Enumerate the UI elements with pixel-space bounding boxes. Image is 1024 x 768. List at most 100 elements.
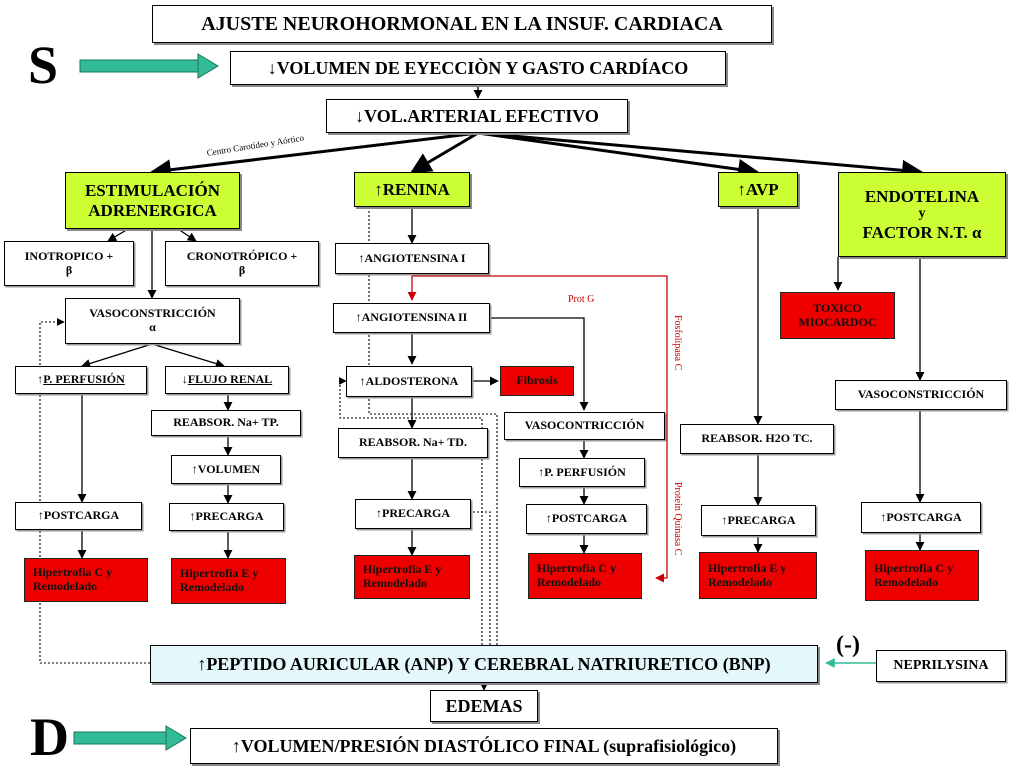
hipertrofia-e-text: Hipertrofia E y Remodelado bbox=[708, 560, 787, 589]
angiotensina-1-text: ANGIOTENSINA I bbox=[364, 250, 466, 265]
box-precarga-adrenergic: ↑ PRECARGA bbox=[169, 503, 284, 531]
box-fibrosis: Fibrosis bbox=[500, 366, 574, 396]
volumen-text: VOLUMEN bbox=[197, 461, 261, 476]
alpha-symbol: α bbox=[149, 320, 156, 334]
up-arrow-icon: ↑ bbox=[197, 653, 207, 674]
vasocontriccion-text: VASOCONTRICCIÓN bbox=[524, 418, 645, 433]
box-reabsor-na-td: REABSOR. Na+ TD. bbox=[338, 428, 488, 458]
box-cronotropico: CRONOTRÓPICO + β bbox=[165, 241, 319, 286]
endotelina-line2: y bbox=[918, 206, 926, 222]
box-estimulacion-adrenergica: ESTIMULACIÓN ADRENERGICA bbox=[65, 172, 240, 229]
inhibition-label: (-) bbox=[836, 632, 860, 658]
hipertrofia-c-text: Hipertrofia C y Remodelado bbox=[874, 560, 954, 589]
vasoconstriccion-text: VASOCONSTRICCIÓN bbox=[857, 387, 985, 402]
renina-text: RENINA bbox=[382, 179, 450, 199]
up-arrow-icon: ↑ bbox=[231, 735, 241, 756]
postcarga-text: POSTCARGA bbox=[551, 511, 628, 526]
hipertrofia-e-text: Hipertrofia E y Remodelado bbox=[180, 566, 259, 594]
box-vasoconstriccion-endotelina: VASOCONSTRICCIÓN bbox=[835, 380, 1007, 410]
precarga-text: PRECARGA bbox=[727, 512, 796, 527]
box-vol-arterial: ↓ VOL.ARTERIAL EFECTIVO bbox=[326, 99, 628, 133]
avp-text: AVP bbox=[745, 179, 779, 199]
volumen-eyeccion-text: VOLUMEN DE EYECCIÒN Y GASTO CARDÍACO bbox=[276, 57, 689, 78]
box-volumen-diastolico: ↑ VOLUMEN/PRESIÓN DIASTÓLICO FINAL (supr… bbox=[190, 728, 778, 764]
box-perfusion-renin: ↑ P. PERFUSIÓN bbox=[519, 458, 645, 487]
box-precarga-renin: ↑ PRECARGA bbox=[355, 499, 471, 529]
up-arrow-icon: ↑ bbox=[37, 508, 44, 523]
box-postcarga-endotelina: ↑ POSTCARGA bbox=[861, 502, 981, 533]
reabsor-na-tp-text: REABSOR. Na+ TP. bbox=[173, 415, 279, 430]
vol-arterial-text: VOL.ARTERIAL EFECTIVO bbox=[364, 105, 599, 126]
box-hipertrofia-c-renin: Hipertrofia C y Remodelado bbox=[528, 553, 642, 599]
up-arrow-icon: ↑ bbox=[374, 179, 383, 199]
perfusion-text: P. PERFUSIÓN bbox=[544, 464, 626, 479]
box-precarga-avp: ↑ PRECARGA bbox=[701, 505, 816, 536]
diastolic-label: D bbox=[30, 707, 69, 767]
systolic-label: S bbox=[28, 35, 59, 95]
box-vasoconstriccion-alpha: VASOCONSTRICCIÓN α bbox=[65, 298, 240, 344]
flujo-renal-text: FLUJO RENAL bbox=[187, 372, 273, 387]
box-perfusion-adrenergic: ↑ P. PERFUSIÓN bbox=[15, 366, 147, 394]
fibrosis-text: Fibrosis bbox=[516, 373, 558, 388]
box-edemas: EDEMAS bbox=[430, 690, 538, 722]
up-arrow-icon: ↑ bbox=[358, 250, 365, 265]
box-aldosterona: ↑ ALDOSTERONA bbox=[346, 366, 472, 397]
diagram-title: AJUSTE NEUROHORMONAL EN LA INSUF. CARDIA… bbox=[152, 5, 772, 43]
reabsor-h2o-text: REABSOR. H2O TC. bbox=[701, 431, 813, 446]
diastolic-arrow bbox=[73, 725, 187, 751]
cronotropico-text: CRONOTRÓPICO + bbox=[186, 248, 298, 263]
up-arrow-icon: ↑ bbox=[737, 179, 746, 199]
aldosterona-text: ALDOSTERONA bbox=[365, 373, 459, 388]
up-arrow-icon: ↑ bbox=[191, 461, 198, 476]
box-avp: ↑ AVP bbox=[718, 172, 798, 207]
down-arrow-icon: ↓ bbox=[181, 372, 188, 387]
neprilysina-text: NEPRILYSINA bbox=[893, 657, 989, 673]
hipertrofia-c-text: Hipertrofia C y Remodelado bbox=[537, 561, 617, 589]
box-hipertrofia-c-adrenergic: Hipertrofia C y Remodelado bbox=[24, 558, 148, 602]
box-angiotensina-2: ↑ ANGIOTENSINA II bbox=[333, 303, 490, 333]
box-hipertrofia-e-avp: Hipertrofia E y Remodelado bbox=[699, 552, 817, 599]
box-hipertrofia-e-adrenergic: Hipertrofia E y Remodelado bbox=[171, 558, 286, 604]
endotelina-line1: ENDOTELINA bbox=[864, 186, 980, 206]
box-peptido-natriuretico: ↑ PEPTIDO AURICULAR (ANP) Y CEREBRAL NAT… bbox=[150, 645, 818, 683]
postcarga-text: POSTCARGA bbox=[886, 509, 962, 524]
endotelina-line3: FACTOR N.T. α bbox=[862, 222, 982, 242]
precarga-text: PRECARGA bbox=[382, 506, 450, 521]
box-inotropico: INOTROPICO + β bbox=[4, 241, 134, 286]
box-hipertrofia-e-renin: Hipertrofia E y Remodelado bbox=[354, 555, 470, 599]
up-arrow-icon: ↑ bbox=[355, 310, 362, 325]
perfusion-text: P. PERFUSIÓN bbox=[43, 372, 125, 387]
box-reabsor-na-tp: REABSOR. Na+ TP. bbox=[151, 410, 301, 436]
up-arrow-icon: ↑ bbox=[880, 509, 887, 524]
up-arrow-icon: ↑ bbox=[359, 373, 366, 388]
vasoconstriccion-text: VASOCONSTRICCIÓN bbox=[89, 306, 216, 321]
box-renina: ↑ RENINA bbox=[354, 172, 470, 207]
adrenergic-line1: ESTIMULACIÓN bbox=[84, 180, 221, 200]
box-postcarga-adrenergic: ↑ POSTCARGA bbox=[15, 502, 142, 530]
angiotensina-2-text: ANGIOTENSINA II bbox=[361, 310, 468, 325]
fosfolipasa-label: Fosfolipasa C bbox=[672, 315, 683, 371]
systolic-arrow bbox=[79, 53, 219, 79]
box-angiotensina-1: ↑ ANGIOTENSINA I bbox=[335, 243, 489, 274]
up-arrow-icon: ↑ bbox=[538, 464, 545, 479]
box-flujo-renal: ↓ FLUJO RENAL bbox=[165, 366, 289, 394]
up-arrow-icon: ↑ bbox=[376, 506, 382, 521]
box-postcarga-renin: ↑ POSTCARGA bbox=[526, 504, 647, 534]
edemas-text: EDEMAS bbox=[445, 695, 523, 716]
proteinquinasa-label: Protein Quinasa C bbox=[672, 482, 683, 556]
box-reabsor-h2o: REABSOR. H2O TC. bbox=[680, 424, 834, 454]
prot-g-label: Prot G bbox=[568, 294, 595, 305]
hipertrofia-c-text: Hipertrofia C y Remodelado bbox=[33, 565, 113, 593]
up-arrow-icon: ↑ bbox=[37, 372, 44, 387]
precarga-text: PRECARGA bbox=[195, 509, 264, 524]
box-volumen: ↑ VOLUMEN bbox=[171, 455, 281, 484]
toxico-text: TOXICO MIOCARDOC bbox=[798, 300, 877, 329]
box-volumen-eyeccion: ↓ VOLUMEN DE EYECCIÒN Y GASTO CARDÍACO bbox=[230, 51, 726, 85]
box-endotelina: ENDOTELINA y FACTOR N.T. α bbox=[838, 172, 1006, 257]
box-neprilysina: NEPRILYSINA bbox=[876, 650, 1006, 682]
postcarga-text: POSTCARGA bbox=[43, 508, 120, 523]
up-arrow-icon: ↑ bbox=[545, 511, 552, 526]
inotropico-text: INOTROPICO + bbox=[24, 248, 114, 263]
box-vasocontriccion-renin: VASOCONTRICCIÓN bbox=[504, 412, 665, 440]
